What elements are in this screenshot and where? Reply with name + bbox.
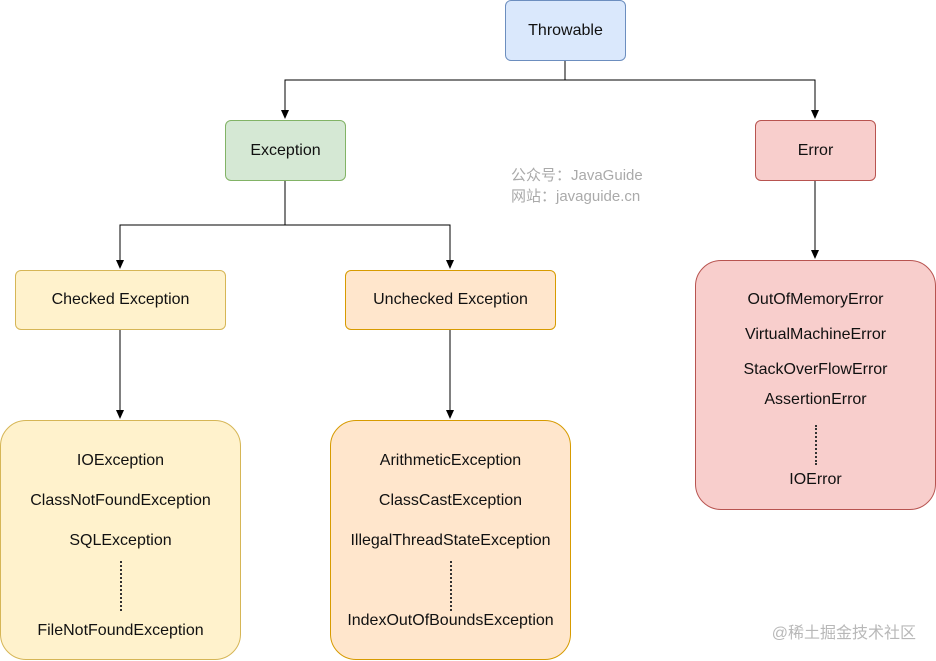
checked-exception-node: Checked Exception <box>15 270 226 330</box>
list-item: StackOverFlowError <box>743 361 888 378</box>
list-item: ClassNotFoundException <box>30 492 211 509</box>
edge-exception-unchecked <box>285 224 454 269</box>
ellipsis-dots <box>449 561 452 611</box>
error-node: Error <box>755 120 876 181</box>
throwable-node: Throwable <box>505 0 626 61</box>
list-item: AssertionError <box>764 391 867 408</box>
list-item: OutOfMemoryError <box>747 291 884 308</box>
throwable-label: Throwable <box>528 21 603 39</box>
list-item: ClassCastException <box>378 492 523 509</box>
unchecked-exception-node: Unchecked Exception <box>345 270 556 330</box>
checked-exception-list: IOException ClassNotFoundException SQLEx… <box>0 420 241 660</box>
list-item: SQLException <box>69 532 172 549</box>
list-item: ArithmeticException <box>379 452 522 469</box>
edge-throwable-exception <box>281 60 566 119</box>
list-item: IllegalThreadStateException <box>350 532 551 549</box>
watermark-text: 公众号：JavaGuide 网站：javaguide.cn <box>511 165 643 207</box>
edge-exception-checked <box>116 180 286 269</box>
list-item: IOError <box>789 471 842 488</box>
list-item: VirtualMachineError <box>744 326 887 343</box>
unchecked-exception-list: ArithmeticException ClassCastException I… <box>330 420 571 660</box>
error-label: Error <box>797 141 834 159</box>
exception-label: Exception <box>250 141 321 159</box>
watermark-line-1: 公众号：JavaGuide <box>511 167 643 184</box>
footer-watermark: @稀土掘金技术社区 <box>771 625 916 642</box>
exception-node: Exception <box>225 120 346 181</box>
ellipsis-dots <box>119 561 122 611</box>
edge-throwable-error <box>565 79 819 119</box>
ellipsis-dots <box>814 425 817 465</box>
list-item: IOException <box>76 452 165 469</box>
checked-exception-label: Checked Exception <box>51 291 190 308</box>
error-list: OutOfMemoryError VirtualMachineError Sta… <box>695 260 936 510</box>
watermark-line-2: 网站：javaguide.cn <box>511 188 641 205</box>
unchecked-exception-label: Unchecked Exception <box>373 291 528 308</box>
list-item: FileNotFoundException <box>37 622 204 639</box>
list-item: IndexOutOfBoundsException <box>347 612 554 629</box>
